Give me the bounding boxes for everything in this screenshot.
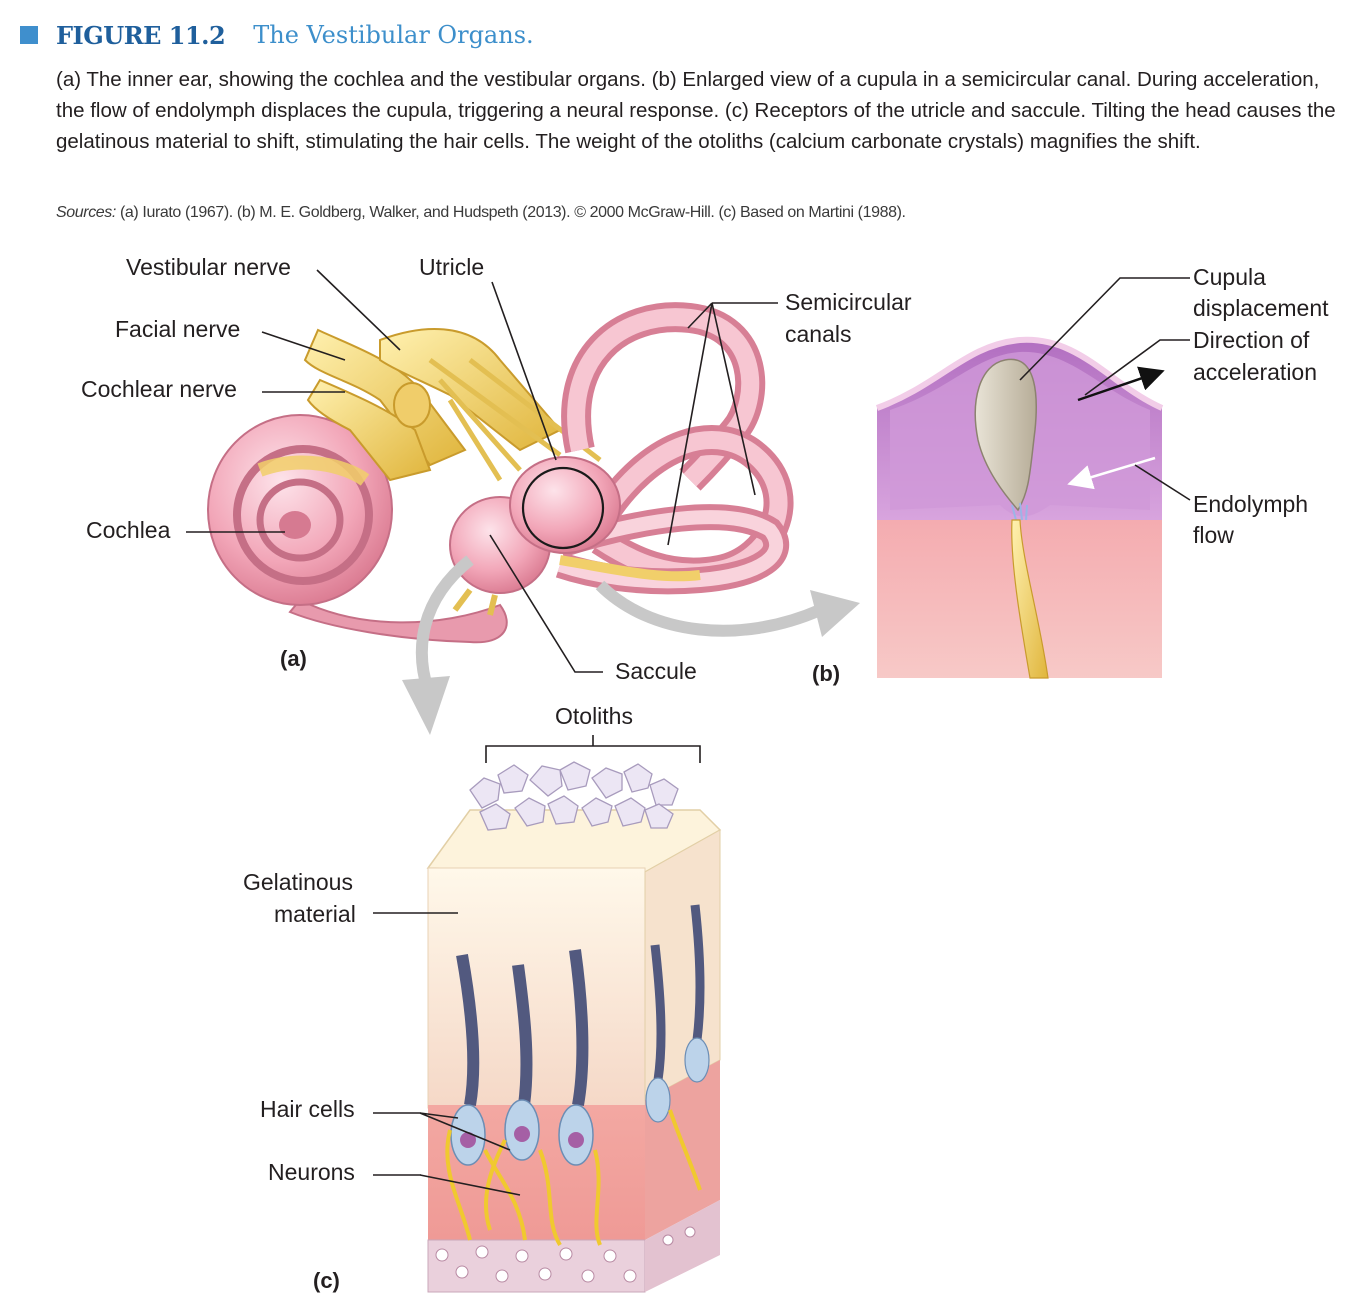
label-facial-nerve: Facial nerve [115,316,240,342]
label-vestibular-nerve: Vestibular nerve [126,254,291,280]
label-material: material [274,901,356,927]
panel-tag-a: (a) [280,646,307,671]
label-flow: flow [1193,522,1234,548]
cupula-illustration [877,340,1162,678]
label-canals: canals [785,321,851,347]
label-hair-cells: Hair cells [260,1096,355,1122]
label-utricle: Utricle [419,254,484,280]
panel-tag-c: (c) [313,1268,340,1293]
label-direction-of: Direction of [1193,327,1310,353]
panel-tag-b: (b) [812,661,840,686]
label-displacement: displacement [1193,295,1329,321]
label-cochlear-nerve: Cochlear nerve [81,376,237,402]
label-endolymph: Endolymph [1193,491,1308,517]
label-semicircular: Semicircular [785,289,912,315]
label-gelatinous: Gelatinous [243,869,353,895]
label-neurons: Neurons [268,1159,355,1185]
inner-ear-illustration [208,317,860,735]
label-cupula: Cupula [1193,264,1266,290]
label-saccule: Saccule [615,658,697,684]
label-otoliths: Otoliths [555,703,633,729]
label-cochlea: Cochlea [86,517,171,543]
label-acceleration: acceleration [1193,359,1317,385]
otolith-receptor-illustration [428,735,720,1292]
